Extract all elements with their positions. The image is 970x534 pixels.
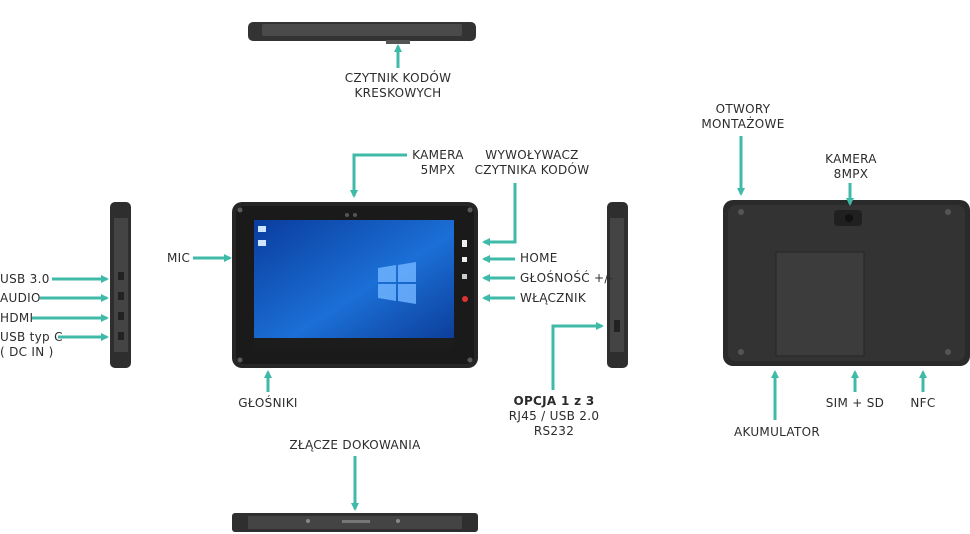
arrow-option	[553, 326, 602, 390]
label-power: WŁĄCZNIK	[520, 291, 586, 306]
tablet-top-view	[248, 22, 476, 44]
tablet-bottom-view	[232, 513, 478, 532]
label-audio: AUDIO	[0, 291, 41, 306]
label-docking: ZŁĄCZE DOKOWANIA	[282, 438, 428, 453]
tablet-back-view	[723, 200, 970, 366]
label-speakers: GŁOŚNIKI	[228, 396, 308, 411]
label-usb-c: USB typ C( DC IN )	[0, 330, 63, 360]
label-home: HOME	[520, 251, 558, 266]
label-battery: AKUMULATOR	[725, 425, 829, 440]
label-nfc: NFC	[900, 396, 946, 411]
label-volume: GŁOŚNOŚĆ +/-	[520, 271, 613, 286]
label-option: OPCJA 1 z 3 RJ45 / USB 2.0 RS232	[498, 394, 610, 439]
label-hdmi: HDMI	[0, 311, 33, 326]
tablet-front-view	[232, 202, 478, 368]
label-sim-sd: SIM + SD	[818, 396, 892, 411]
label-mic: MIC	[167, 251, 190, 266]
label-usb3: USB 3.0	[0, 272, 50, 287]
arrow-barcode-trigger	[484, 183, 515, 242]
tablet-left-side-view	[110, 202, 131, 368]
